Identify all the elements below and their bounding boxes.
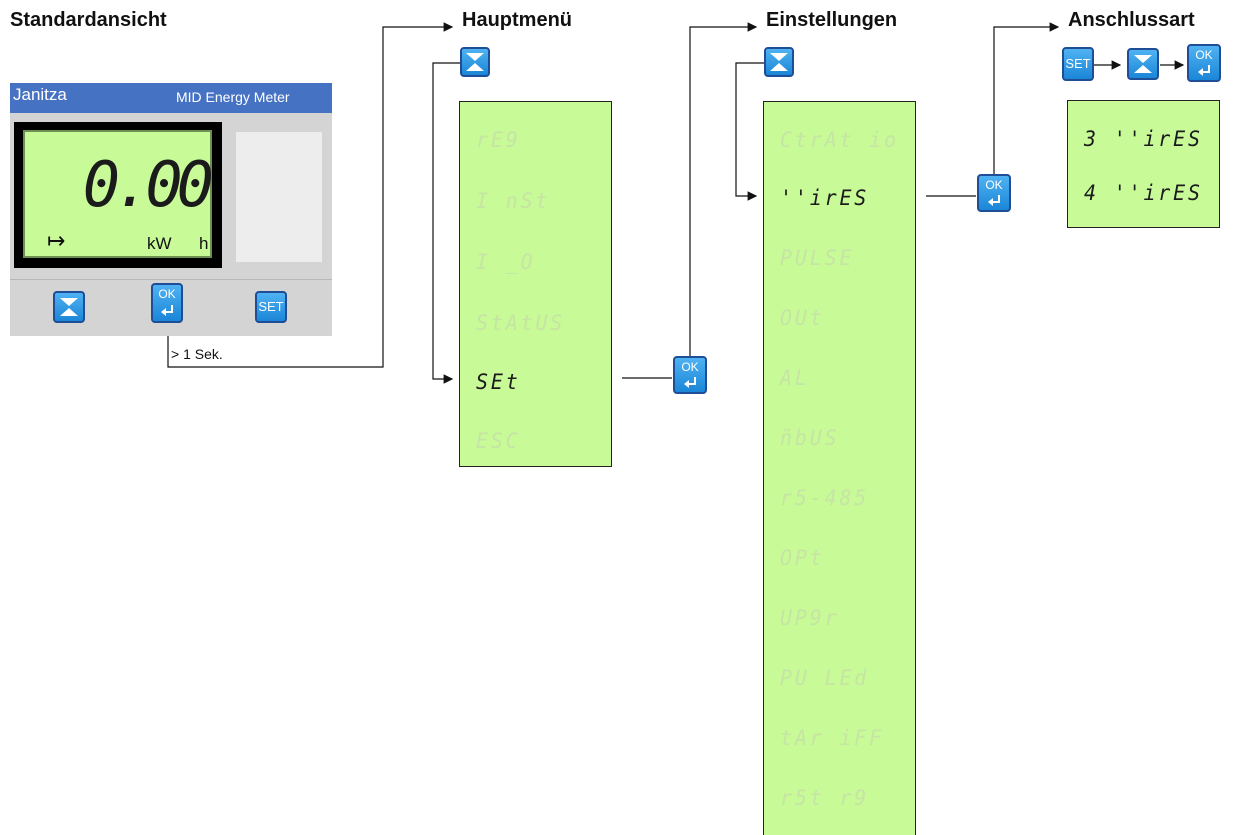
meter-ok-button[interactable]: OK	[151, 283, 183, 323]
main-menu-item[interactable]: I nSt	[476, 189, 551, 213]
settings-menu-item[interactable]: UP9r	[780, 606, 840, 630]
settings-menu-item[interactable]: PULSE	[780, 246, 855, 270]
meter-reading: 0.00	[82, 148, 214, 221]
main-menu-item[interactable]: StAtUS	[476, 311, 566, 335]
connection-type-panel: 3 ''irES 4 ''irES	[1067, 100, 1220, 228]
meter-unit-h: h	[199, 234, 209, 253]
main-down-button[interactable]	[460, 47, 490, 77]
settings-menu-item[interactable]: OPt	[780, 546, 825, 570]
settings-menu-item[interactable]: CtrAt io	[780, 128, 899, 152]
down-arrow-icon	[1134, 55, 1152, 73]
meter-divider	[10, 279, 332, 280]
meter-unit-kw: kW	[147, 234, 172, 253]
settings-menu-item[interactable]: tAr iFF	[780, 726, 885, 750]
settings-menu-item-active[interactable]: ''irES	[780, 186, 870, 210]
energy-direction-icon: ↦	[47, 228, 66, 253]
settings-ok-button[interactable]: OK	[977, 174, 1011, 212]
connection-option[interactable]: 4 ''irES	[1084, 181, 1203, 205]
meter-title-bar: Janitza MID Energy Meter	[10, 83, 332, 113]
main-menu-item-active[interactable]: SEt	[476, 370, 521, 394]
connection-set-button[interactable]: SET	[1062, 47, 1094, 81]
meter-set-button[interactable]: SET	[255, 291, 287, 323]
connection-ok-button[interactable]: OK	[1187, 44, 1221, 82]
main-ok-button[interactable]: OK	[673, 356, 707, 394]
meter-lcd: 0.00 ↦ kW h	[23, 130, 214, 258]
meter-label-area	[236, 132, 322, 262]
settings-menu-item[interactable]: PU LEd	[780, 666, 870, 690]
meter-display: 0.00 ↦ kW h	[14, 122, 222, 268]
main-menu-item[interactable]: I _O	[476, 250, 536, 274]
meter-model: MID Energy Meter	[176, 89, 290, 105]
settings-menu-item[interactable]: r5-485	[780, 486, 870, 510]
down-arrow-icon	[466, 53, 484, 71]
main-menu-panel: rE9 I nSt I _O StAtUS SEt ESC	[459, 101, 612, 467]
settings-menu-item[interactable]: ñbUS	[780, 426, 840, 450]
main-menu-item[interactable]: ESC	[476, 429, 521, 453]
connection-option[interactable]: 3 ''irES	[1084, 127, 1203, 151]
down-arrow-icon	[770, 53, 788, 71]
connection-down-button[interactable]	[1127, 48, 1159, 80]
set-label: SET	[1065, 56, 1091, 71]
ok-label: OK	[158, 287, 176, 301]
meter-brand: Janitza	[13, 85, 67, 104]
settings-menu-item[interactable]: r5t r9	[780, 786, 870, 810]
settings-down-button[interactable]	[764, 47, 794, 77]
settings-menu-item[interactable]: AL	[780, 366, 810, 390]
enter-icon	[988, 195, 1000, 206]
heading-standard-view: Standardansicht	[10, 9, 167, 31]
enter-icon	[1198, 65, 1210, 76]
down-arrow-icon	[60, 298, 78, 316]
ok-label: OK	[681, 360, 699, 374]
settings-menu-panel: CtrAt io ''irES PULSE OUt AL ñbUS r5-485…	[763, 101, 916, 835]
heading-settings: Einstellungen	[766, 9, 898, 31]
hold-duration-label: > 1 Sek.	[171, 346, 223, 362]
ok-label: OK	[985, 178, 1003, 192]
enter-icon	[161, 305, 173, 316]
enter-icon	[684, 377, 696, 388]
set-label: SET	[258, 299, 284, 314]
settings-menu-item[interactable]: OUt	[780, 306, 825, 330]
heading-connection-type: Anschlussart	[1068, 9, 1195, 31]
ok-label: OK	[1195, 48, 1213, 62]
energy-meter: Janitza MID Energy Meter 0.00 ↦ kW h OK …	[10, 83, 332, 336]
meter-down-button[interactable]	[53, 291, 85, 323]
heading-main-menu: Hauptmenü	[462, 9, 572, 31]
main-menu-item[interactable]: rE9	[476, 128, 521, 152]
